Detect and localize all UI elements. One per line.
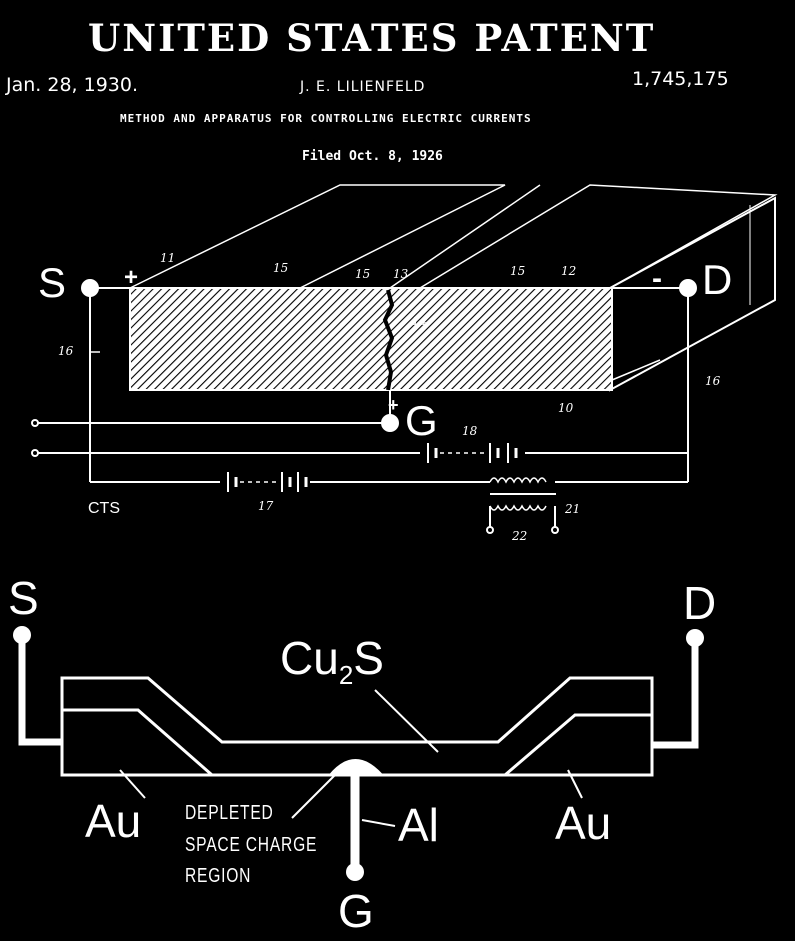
- plus-sign: +: [124, 264, 139, 291]
- ref-12: 12: [561, 264, 577, 278]
- ref-18: 18: [462, 424, 478, 438]
- device-cut: [382, 289, 395, 391]
- gate-label: G: [405, 397, 438, 444]
- al-label: Al: [398, 799, 439, 851]
- ref-21: 21: [565, 502, 581, 516]
- patent-device-figure: [31, 184, 778, 534]
- ref-14: 14: [412, 314, 428, 328]
- patent-subject: METHOD AND APPARATUS FOR CONTROLLING ELE…: [120, 112, 532, 125]
- patent-number: 1,745,175: [632, 68, 729, 90]
- au-left-label: Au: [85, 795, 142, 847]
- ref-16-b: 16: [705, 374, 721, 388]
- filed-date: Filed Oct. 8, 1926: [302, 149, 443, 164]
- depletion-region: [327, 759, 385, 776]
- ref-15-b: 15: [355, 267, 371, 281]
- cs-drain-label: D: [683, 577, 717, 629]
- source-label: S: [38, 259, 67, 306]
- ref-13: 13: [393, 267, 409, 281]
- ref-15-a: 15: [273, 261, 289, 275]
- cu2s-layer: [60, 676, 654, 777]
- device-front-block: [129, 287, 613, 391]
- minus-sign: -: [652, 262, 662, 295]
- cross-section-figure: [13, 626, 704, 881]
- au-right-label: Au: [555, 797, 612, 849]
- drain-lead: [652, 638, 699, 749]
- cu2s-label: Cu2S: [280, 632, 384, 690]
- au-left-contact: [62, 708, 213, 777]
- cts-label: CTS: [88, 500, 120, 517]
- patent-title: UNITED STATES PATENT: [88, 16, 656, 60]
- battery-17: [227, 472, 308, 492]
- transformer-21: [486, 477, 559, 534]
- ref-10: 10: [558, 401, 574, 415]
- ref-11: 11: [160, 251, 176, 265]
- cs-gate-label: G: [338, 885, 374, 937]
- gate-terminal: [381, 414, 399, 432]
- drain-label: D: [702, 256, 733, 303]
- ref-16-a: 16: [58, 344, 74, 358]
- depletion-label-line3: REGION: [185, 865, 252, 887]
- battery-18: [427, 443, 518, 463]
- inventor-name: J. E. LILIENFELD: [300, 79, 426, 95]
- device-top-left: [129, 184, 506, 289]
- cs-source-label: S: [8, 572, 39, 624]
- ref-22: 22: [512, 529, 528, 543]
- source-lead: [18, 635, 62, 746]
- ref-15-c: 15: [510, 264, 526, 278]
- patent-date: Jan. 28, 1930.: [6, 74, 139, 96]
- depletion-label-line1: DEPLETED: [185, 802, 274, 824]
- device-top-right: [419, 184, 778, 289]
- ref-17: 17: [258, 499, 274, 513]
- depletion-label-line2: SPACE CHARGE: [185, 834, 318, 856]
- gate-plus-sign: +: [388, 395, 399, 415]
- au-right-contact: [504, 713, 652, 777]
